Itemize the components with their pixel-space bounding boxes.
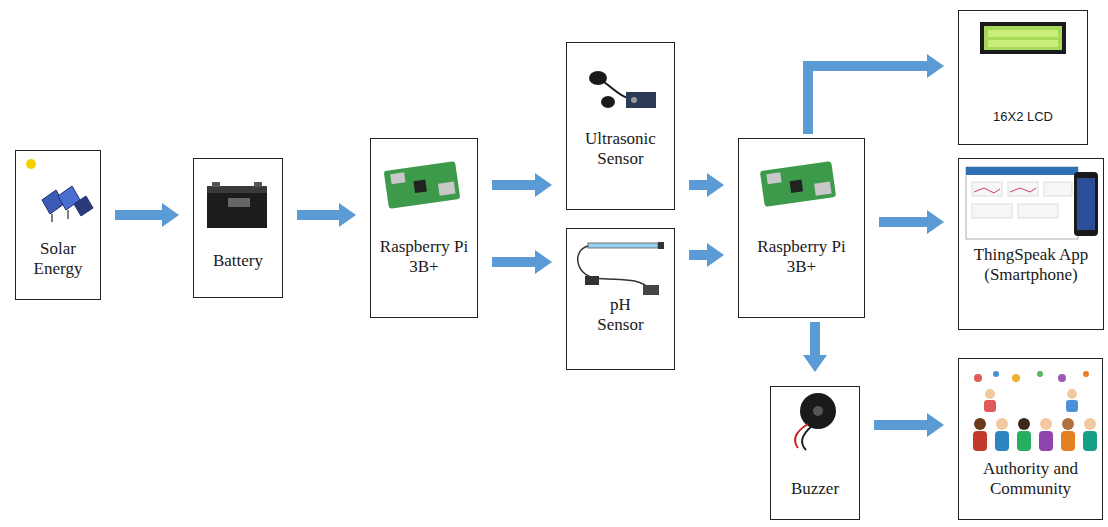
arrow-head (707, 173, 724, 197)
node-label: ThingSpeak App (Smartphone) (963, 245, 1099, 286)
buzzer-icon (795, 393, 836, 450)
process-box: ThingSpeak App (Smartphone) (958, 158, 1104, 330)
node-label: Raspberry Pi 3B+ (375, 237, 473, 278)
process-box: pH Sensor (566, 228, 675, 370)
lcd-icon (980, 22, 1066, 54)
process-box: Ultrasonic Sensor (566, 42, 675, 210)
arrow-head (535, 250, 552, 274)
raspberry-pi-icon (760, 161, 836, 207)
flow-arrow (492, 173, 552, 197)
arrow-head (707, 243, 724, 267)
node-label: 16X2 LCD (993, 109, 1053, 125)
node-label: Raspberry Pi 3B+ (752, 237, 852, 278)
flow-arrow (689, 173, 724, 197)
arrow-shaft (297, 210, 339, 220)
arrow-shaft (492, 257, 535, 267)
flow-arrow (803, 322, 827, 372)
arrow-shaft (689, 180, 707, 190)
arrow-shaft (492, 180, 535, 190)
ultrasonic-sensor-icon (589, 71, 656, 108)
arrow-head (535, 173, 552, 197)
arrow-head (339, 203, 356, 227)
arrow-head (927, 54, 944, 78)
node-label: Authority and Community (963, 459, 1098, 500)
arrow-head (927, 210, 944, 234)
arrow-shaft (810, 322, 820, 355)
process-box: Raspberry Pi 3B+ (738, 138, 865, 318)
arrow-shaft (689, 250, 707, 260)
flow-arrow (115, 203, 179, 227)
arrow-shaft (115, 210, 162, 220)
arrow-head (803, 355, 827, 372)
process-box: Battery (193, 158, 283, 298)
flow-arrow (689, 243, 724, 267)
battery-icon (207, 182, 267, 228)
process-box: 16X2 LCD (958, 10, 1088, 145)
flow-arrow (879, 210, 944, 234)
node-label: Buzzer (791, 479, 839, 499)
arrow-shaft (808, 66, 927, 134)
dashboard-icon (966, 167, 1098, 239)
process-box: Authority and Community (958, 358, 1103, 520)
flow-arrow (808, 54, 944, 134)
arrow-head (162, 203, 179, 227)
ph-sensor-icon (578, 242, 664, 295)
community-icon (973, 371, 1097, 451)
raspberry-pi-icon (384, 161, 461, 209)
arrow-shaft (874, 420, 927, 430)
node-label: Battery (213, 251, 263, 271)
node-label: pH Sensor (590, 295, 652, 336)
arrow-head (927, 413, 944, 437)
process-box: Solar Energy (15, 150, 101, 300)
solar-icon (26, 159, 93, 222)
flow-arrow (297, 203, 356, 227)
process-box: Buzzer (770, 386, 860, 520)
node-label: Ultrasonic Sensor (571, 129, 670, 170)
arrow-shaft (879, 217, 927, 227)
node-label: Solar Energy (20, 239, 96, 280)
flow-arrow (492, 250, 552, 274)
process-box: Raspberry Pi 3B+ (370, 138, 478, 318)
flow-arrow (874, 413, 944, 437)
